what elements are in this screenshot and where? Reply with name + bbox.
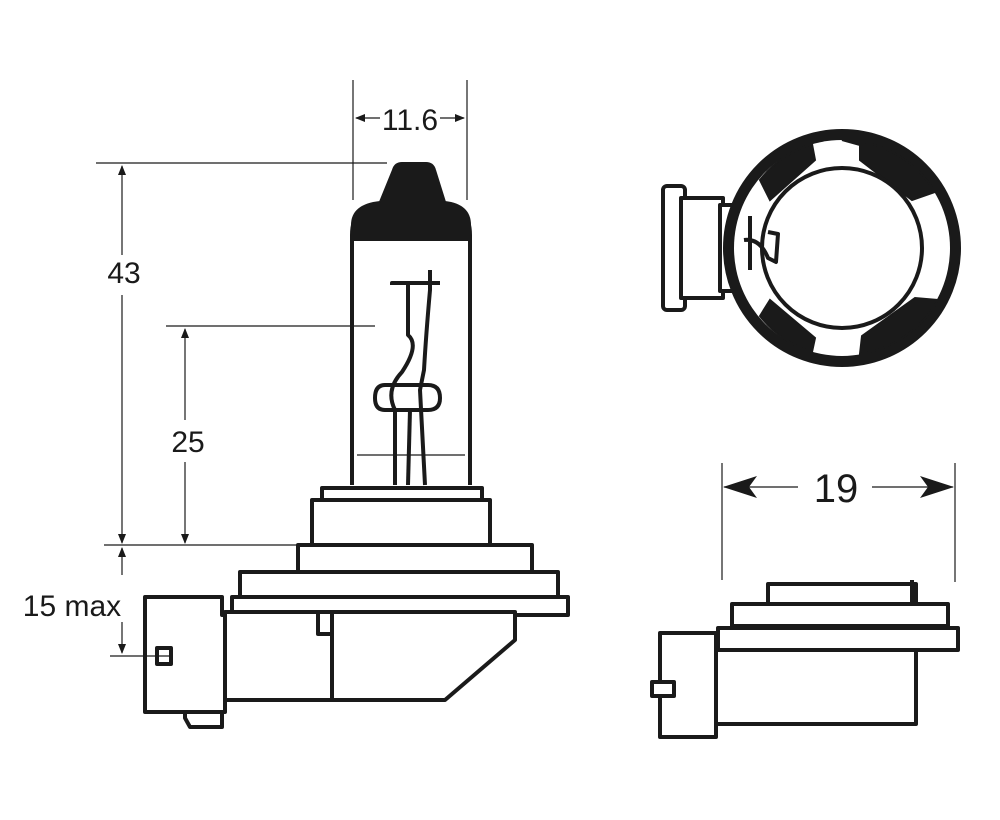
dim-label-base-depth: 15 max — [23, 590, 121, 623]
connector-housing — [223, 610, 517, 702]
bulb-top-view — [661, 129, 961, 367]
dim-label-overall-height: 43 — [107, 257, 140, 290]
dim-label-light-center: 25 — [171, 426, 204, 459]
front-view-collar — [730, 602, 950, 628]
dimension-base-diameter: 19 — [721, 463, 956, 582]
front-view-flange — [716, 626, 960, 652]
filament-assembly — [373, 270, 442, 486]
dimension-light-center: 25 — [166, 325, 375, 544]
bulb-side-view — [143, 162, 570, 729]
dimension-overall-height: 43 — [96, 162, 387, 544]
front-view-housing — [714, 648, 918, 726]
top-view-inner-ring — [760, 166, 924, 330]
dim-label-bulb-width: 11.6 — [382, 104, 438, 137]
dimension-bulb-width: 11.6 — [352, 80, 468, 200]
glass-tip — [351, 162, 471, 241]
base-collar-upper — [310, 498, 492, 550]
bulb-front-view — [650, 580, 960, 739]
dimension-base-depth: 15 max — [23, 547, 170, 657]
connector-plug — [143, 595, 227, 714]
dim-label-base-diameter: 19 — [814, 467, 859, 511]
